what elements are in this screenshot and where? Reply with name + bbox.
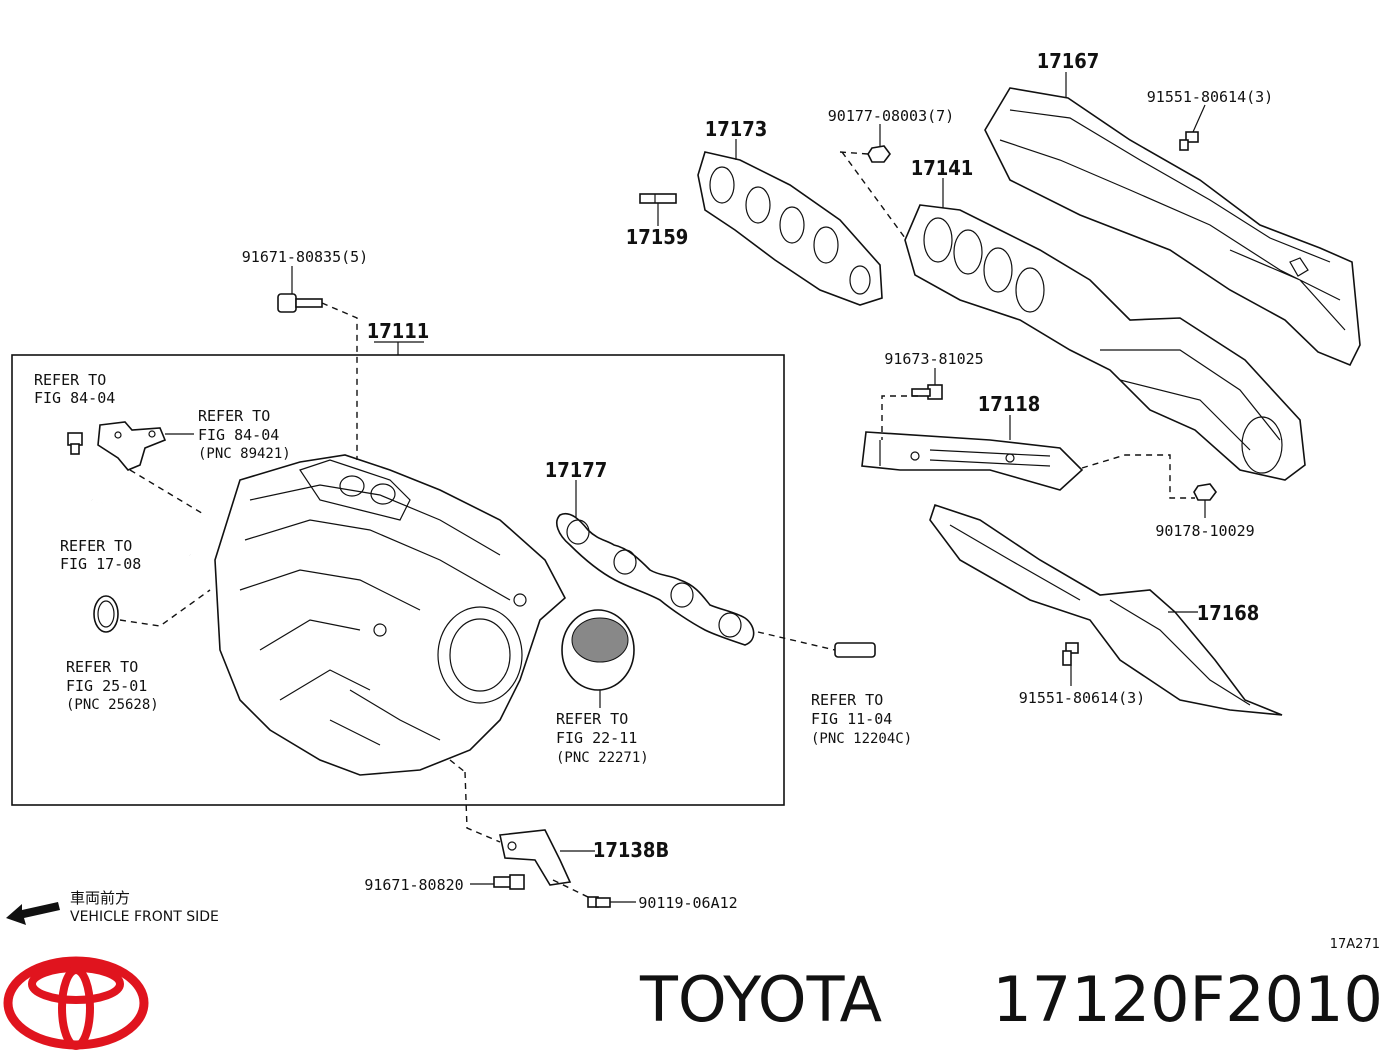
refer-2-title: REFER TO xyxy=(198,407,270,425)
figure-code: 17A271 xyxy=(1330,937,1380,952)
heat-insulator-upper[interactable] xyxy=(984,87,1361,367)
refer-2-pnc: (PNC 89421) xyxy=(198,446,291,462)
exhaust-manifold-gasket[interactable] xyxy=(697,151,883,306)
stud-bolt-17159[interactable] xyxy=(639,193,677,204)
nut-90177[interactable] xyxy=(867,145,891,163)
brand-name: TOYOTA xyxy=(639,963,882,1036)
vehicle-front-en: VEHICLE FRONT SIDE xyxy=(70,909,219,925)
refer-5-fig: FIG 22-11 xyxy=(556,729,637,747)
label-91551-lower: 91551-80614(3) xyxy=(1019,689,1145,707)
label-91673: 91673-81025 xyxy=(884,350,983,368)
bolt-91551-upper[interactable] xyxy=(1179,131,1199,151)
bolt-91671-80835[interactable] xyxy=(277,293,323,313)
label-91671-80820: 91671-80820 xyxy=(364,876,463,894)
label-17138b: 17138B xyxy=(593,838,669,862)
refer-3-title: REFER TO xyxy=(60,537,132,555)
label-17173: 17173 xyxy=(705,117,768,141)
refer-1-title: REFER TO xyxy=(34,371,106,389)
label-17159: 17159 xyxy=(626,225,689,249)
label-17118: 17118 xyxy=(978,392,1041,416)
label-90178: 90178-10029 xyxy=(1155,522,1254,540)
refer-4-fig: FIG 25-01 xyxy=(66,677,147,695)
bolt-90119-06a12[interactable] xyxy=(587,896,611,908)
toyota-logo-icon xyxy=(3,956,149,1050)
refer-6-pnc: (PNC 12204C) xyxy=(811,731,912,747)
bolt-91673[interactable] xyxy=(911,384,943,400)
refer-1-fig: FIG 84-04 xyxy=(34,389,115,407)
refer-5-title: REFER TO xyxy=(556,710,628,728)
label-17168: 17168 xyxy=(1197,601,1260,625)
label-17177: 17177 xyxy=(545,458,608,482)
refer-2-fig: FIG 84-04 xyxy=(198,426,279,444)
label-17111: 17111 xyxy=(367,319,430,343)
intake-manifold[interactable] xyxy=(214,454,567,776)
exhaust-manifold-stay[interactable] xyxy=(861,431,1084,491)
manifold-stay-17138b[interactable] xyxy=(499,829,572,886)
throttle-gasket-22271[interactable] xyxy=(561,609,635,691)
front-direction-arrow-icon xyxy=(6,902,60,925)
label-17141: 17141 xyxy=(911,156,974,180)
pcv-plug-12204c[interactable] xyxy=(834,642,876,658)
sensor-89421[interactable] xyxy=(97,421,167,471)
bolt-91551-lower[interactable] xyxy=(1062,642,1079,666)
gasket-ring-25628[interactable] xyxy=(93,595,119,633)
vehicle-front-jp: 車両前方 xyxy=(70,889,130,907)
label-17167: 17167 xyxy=(1037,49,1100,73)
hose-refer-17-08[interactable] xyxy=(91,498,191,556)
refer-4-title: REFER TO xyxy=(66,658,138,676)
refer-6-fig: FIG 11-04 xyxy=(811,710,892,728)
sensor-refer-84-04[interactable] xyxy=(67,432,83,455)
exhaust-manifold[interactable] xyxy=(904,204,1306,481)
refer-6-title: REFER TO xyxy=(811,691,883,709)
refer-4-pnc: (PNC 25628) xyxy=(66,697,159,713)
heat-insulator-lower[interactable] xyxy=(929,503,1283,716)
part-number: 17120F2010 xyxy=(992,963,1383,1036)
label-90119: 90119-06A12 xyxy=(638,894,737,912)
label-90177: 90177-08003(7) xyxy=(828,107,954,125)
refer-5-pnc: (PNC 22271) xyxy=(556,750,649,766)
refer-3-fig: FIG 17-08 xyxy=(60,555,141,573)
intake-manifold-gasket[interactable] xyxy=(556,512,755,646)
label-91551-upper: 91551-80614(3) xyxy=(1147,88,1273,106)
label-91671-80835: 91671-80835(5) xyxy=(242,248,368,266)
nut-90178[interactable] xyxy=(1193,483,1217,501)
bolt-91671-80820[interactable] xyxy=(493,874,525,890)
